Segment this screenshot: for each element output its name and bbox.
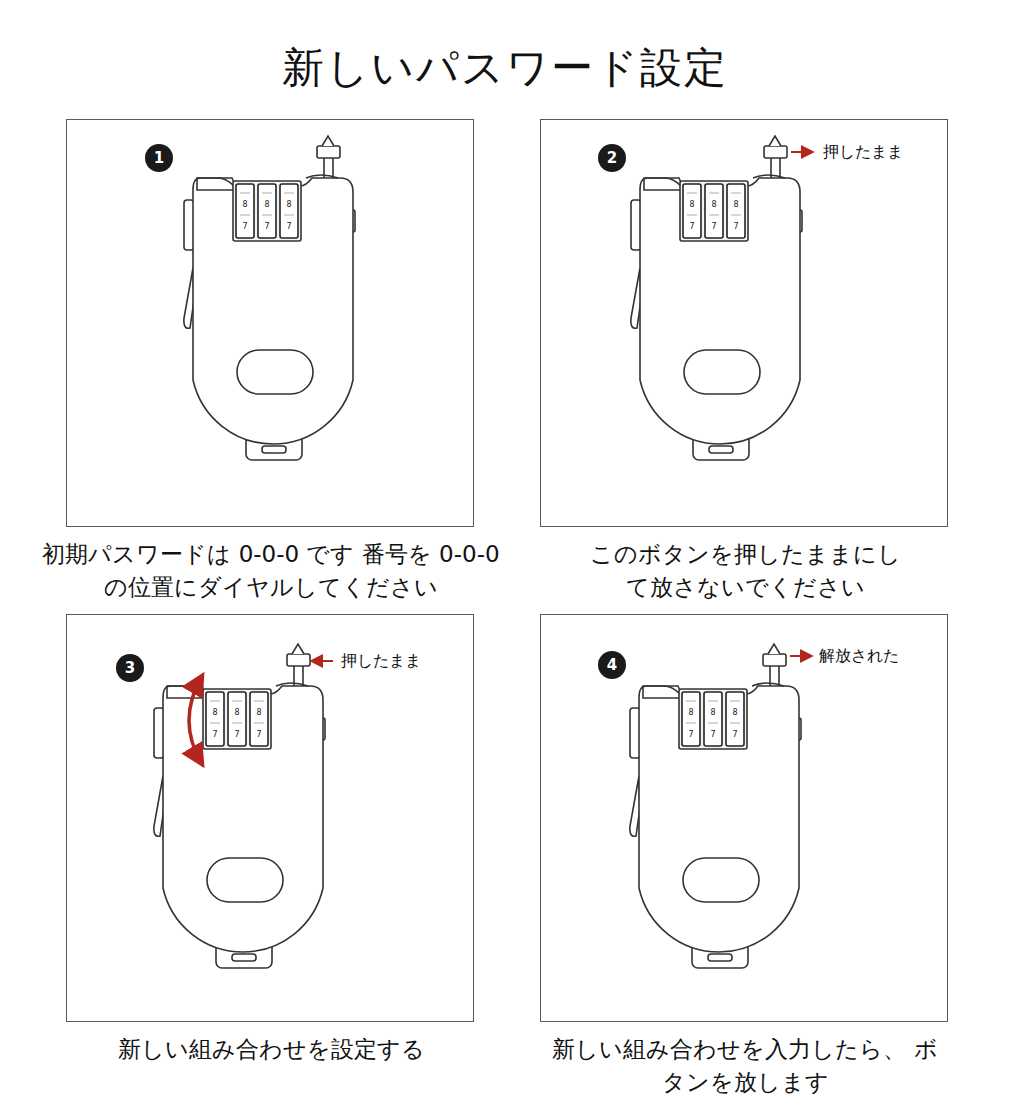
step-caption: 新しい組み合わせを設定する xyxy=(61,1033,481,1066)
dial-digit: 8 xyxy=(733,201,738,209)
dial-digit: 8 xyxy=(732,709,737,717)
dial-digit: 7 xyxy=(286,223,291,231)
dial-digit: 8 xyxy=(256,709,261,717)
page-title: 新しいパスワード設定 xyxy=(282,40,728,96)
dial-digit: 7 xyxy=(212,731,217,739)
dial-digit: 7 xyxy=(234,731,239,739)
callout-number: 4 xyxy=(598,651,626,679)
dial-digit: 7 xyxy=(689,223,694,231)
dial-digit: 8 xyxy=(688,709,693,717)
dial-digit: 7 xyxy=(710,731,715,739)
dial-digit: 7 xyxy=(256,731,261,739)
dial-digit: 8 xyxy=(234,709,239,717)
step-panel: 4解放された新しい組み合わせを入力したら、 ボタンを放します xyxy=(540,614,948,1022)
step-panel: 1初期パスワードは 0-0-0 です 番号を 0-0-0 の位置にダイヤルしてく… xyxy=(66,119,474,527)
dial-digit: 8 xyxy=(242,201,247,209)
callout-number: 1 xyxy=(145,144,173,172)
dial-digit: 8 xyxy=(264,201,269,209)
dial-digit: 7 xyxy=(264,223,269,231)
dial-digit: 8 xyxy=(689,201,694,209)
step-panel: 3押したまま新しい組み合わせを設定する xyxy=(66,614,474,1022)
step-caption: このボタンを押したままにし て放さないでください xyxy=(580,538,910,605)
dial-digit: 8 xyxy=(710,709,715,717)
dial-digit: 8 xyxy=(212,709,217,717)
action-label: 押したまま xyxy=(341,651,421,670)
action-label: 解放された xyxy=(819,646,899,665)
dial-digit: 7 xyxy=(711,223,716,231)
dial-digit: 8 xyxy=(711,201,716,209)
callout-number: 3 xyxy=(116,654,144,682)
step-caption: 初期パスワードは 0-0-0 です 番号を 0-0-0 の位置にダイヤルしてくだ… xyxy=(36,538,506,605)
action-label: 押したまま xyxy=(823,142,903,161)
step-panel: 2押したままこのボタンを押したままにし て放さないでください xyxy=(540,119,948,527)
step-caption: 新しい組み合わせを入力したら、 ボタンを放します xyxy=(550,1033,940,1100)
dial-digit: 7 xyxy=(732,731,737,739)
callout-number: 2 xyxy=(598,144,626,172)
dial-digit: 7 xyxy=(733,223,738,231)
dial-digit: 7 xyxy=(242,223,247,231)
dial-digit: 8 xyxy=(286,201,291,209)
dial-digit: 7 xyxy=(688,731,693,739)
